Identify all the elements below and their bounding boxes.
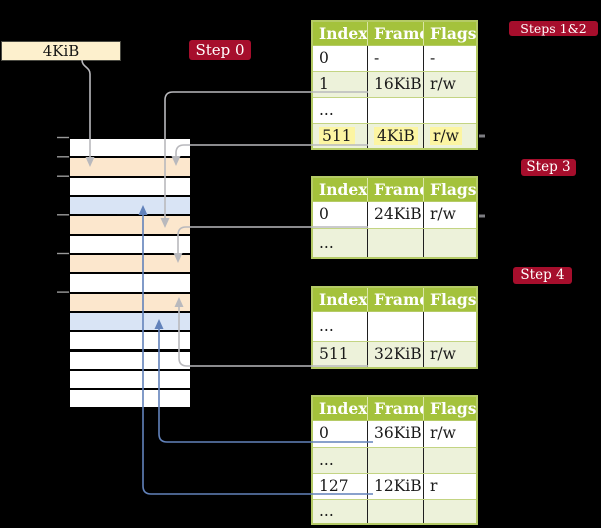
memory-frame-row-7-orange bbox=[70, 254, 190, 273]
table-cell: ... bbox=[319, 502, 334, 520]
column-header-flags: Flags bbox=[423, 178, 476, 201]
table-cell bbox=[367, 312, 423, 341]
table-cell: 12KiB bbox=[367, 474, 423, 499]
table-step-4b-row-...: ... bbox=[313, 447, 476, 473]
column-header-frame: Frame bbox=[367, 397, 423, 420]
column-header-flags: Flags bbox=[423, 397, 476, 420]
column-header-index: Index bbox=[319, 399, 367, 418]
highlighted-value: 511 bbox=[319, 127, 355, 145]
table-cell: ... bbox=[319, 234, 334, 252]
memory-frame-row-4-blue bbox=[70, 196, 190, 215]
table-step-4b-row-...: ... bbox=[313, 499, 476, 523]
table-cell: r/w bbox=[423, 202, 476, 228]
table-steps-1-2-row-511: 511 4KiB r/w bbox=[313, 123, 476, 148]
table-step-4a-header: IndexFrameFlags bbox=[313, 288, 476, 312]
table-steps-1-2-row-...: ... bbox=[313, 97, 476, 123]
table-cell: 1 bbox=[319, 75, 329, 93]
table-cell bbox=[367, 98, 423, 123]
table-cell bbox=[367, 448, 423, 473]
highlighted-value: r/w bbox=[430, 127, 462, 145]
memory-frame-row-8-white bbox=[70, 274, 190, 292]
table-cell: 0 bbox=[319, 205, 329, 223]
column-header-index: Index bbox=[319, 180, 367, 199]
page-size-label: 4KiB bbox=[1, 41, 121, 61]
table-cell bbox=[423, 448, 476, 473]
memory-frame-row-2-orange bbox=[70, 158, 190, 176]
table-cell: - bbox=[423, 46, 476, 71]
table-cell: 24KiB bbox=[367, 202, 423, 228]
highlighted-value: 4KiB bbox=[374, 127, 418, 145]
memory-frame-row-10-blue bbox=[70, 312, 190, 331]
memory-frame-row-14-white bbox=[70, 390, 190, 408]
memory-frame-row-9-orange bbox=[70, 293, 190, 311]
table-cell: 4KiB bbox=[367, 124, 423, 148]
table-cell: - bbox=[367, 46, 423, 71]
table-cell: ... bbox=[319, 101, 334, 119]
table-step-3-header: IndexFrameFlags bbox=[313, 178, 476, 202]
column-header-frame: Frame bbox=[367, 178, 423, 201]
table-step-3: IndexFrameFlags 0 24KiBr/w... bbox=[311, 176, 478, 259]
table-cell bbox=[367, 500, 423, 523]
memory-frame-row-1-white bbox=[70, 139, 190, 157]
table-step-4a-row-...: ... bbox=[313, 312, 476, 341]
table-cell: 0 bbox=[319, 424, 329, 442]
table-steps-1-2-row-0: 0 -- bbox=[313, 46, 476, 71]
table-cell: r/w bbox=[423, 72, 476, 97]
table-cell: ... bbox=[319, 317, 334, 335]
memory-column bbox=[70, 137, 190, 409]
table-cell: 32KiB bbox=[367, 342, 423, 367]
table-cell bbox=[423, 98, 476, 123]
table-cell: 511 bbox=[319, 345, 349, 363]
column-header-flags: Flags bbox=[423, 288, 476, 311]
table-cell: 16KiB bbox=[367, 72, 423, 97]
badge-step-3: Step 3 bbox=[521, 159, 576, 176]
table-cell: r bbox=[423, 474, 476, 499]
memory-frame-row-11-white bbox=[70, 332, 190, 350]
table-cell bbox=[423, 500, 476, 523]
memory-frame-row-6-white bbox=[70, 235, 190, 253]
page-size-label-text: 4KiB bbox=[42, 42, 80, 60]
table-step-4b-header: IndexFrameFlags bbox=[313, 397, 476, 421]
table-steps-1-2-header: IndexFrameFlags bbox=[313, 22, 476, 46]
table-cell bbox=[423, 312, 476, 341]
table-cell bbox=[367, 229, 423, 257]
memory-frame-row-12-white bbox=[70, 351, 190, 369]
table-cell: ... bbox=[319, 451, 334, 469]
column-header-index: Index bbox=[319, 290, 367, 309]
badge-steps-1-2: Steps 1&2 bbox=[509, 21, 598, 36]
memory-frame-row-13-white bbox=[70, 370, 190, 389]
table-cell: 511 bbox=[313, 124, 367, 148]
table-cell: r/w bbox=[423, 124, 476, 148]
column-header-index: Index bbox=[319, 24, 367, 43]
column-header-flags: Flags bbox=[423, 22, 476, 45]
memory-frame-row-3-white bbox=[70, 177, 190, 195]
memory-frame-row-5-orange bbox=[70, 216, 190, 234]
column-header-frame: Frame bbox=[367, 22, 423, 45]
table-cell: 127 bbox=[319, 477, 349, 495]
table-cell: r/w bbox=[423, 342, 476, 367]
badge-step-4: Step 4 bbox=[513, 267, 572, 284]
table-cell: 0 bbox=[319, 49, 329, 67]
table-cell: r/w bbox=[423, 421, 476, 447]
column-header-frame: Frame bbox=[367, 288, 423, 311]
badge-step-0: Step 0 bbox=[189, 40, 251, 60]
table-cell: 36KiB bbox=[367, 421, 423, 447]
table-step-3-row-...: ... bbox=[313, 228, 476, 257]
table-cell bbox=[423, 229, 476, 257]
